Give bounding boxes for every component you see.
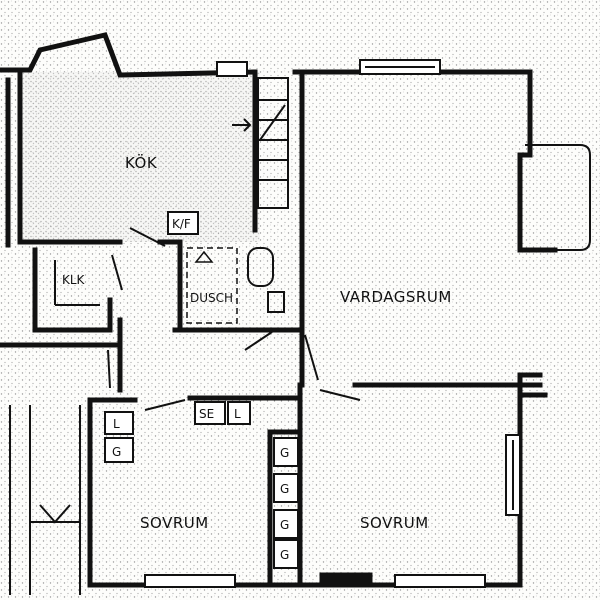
g-column-label-1: G (280, 446, 289, 460)
doors (107, 227, 361, 411)
g-column-label-3: G (280, 518, 289, 532)
bathroom-fixtures (186, 247, 285, 324)
living-room-label: VARDAGSRUM (340, 288, 452, 306)
bedroom-right-label: SOVRUM (360, 514, 429, 532)
l-upper-label: L (234, 407, 241, 421)
l-left-box (104, 411, 134, 435)
g-left-box (104, 437, 134, 463)
balcony-outline (525, 144, 591, 251)
g-left-label: G (112, 445, 121, 459)
windows (144, 59, 521, 588)
kitchen-floor-texture (20, 72, 260, 242)
g-column: G G G G (273, 437, 299, 569)
kitchen-label: KÖK (125, 153, 158, 172)
se-box (194, 401, 226, 425)
l-left-label: L (113, 417, 120, 431)
kf-label: K/F (172, 217, 191, 231)
klk-label: KLK (62, 273, 86, 287)
l-upper-box (227, 401, 251, 425)
shower-label: DUSCH (190, 291, 233, 305)
se-label: SE (199, 407, 214, 421)
g-column-label-4: G (280, 548, 289, 562)
shaft-structure (232, 77, 289, 209)
g-column-label-2: G (280, 482, 289, 496)
bedroom-left-label: SOVRUM (140, 514, 209, 532)
kf-cabinet (167, 211, 199, 235)
